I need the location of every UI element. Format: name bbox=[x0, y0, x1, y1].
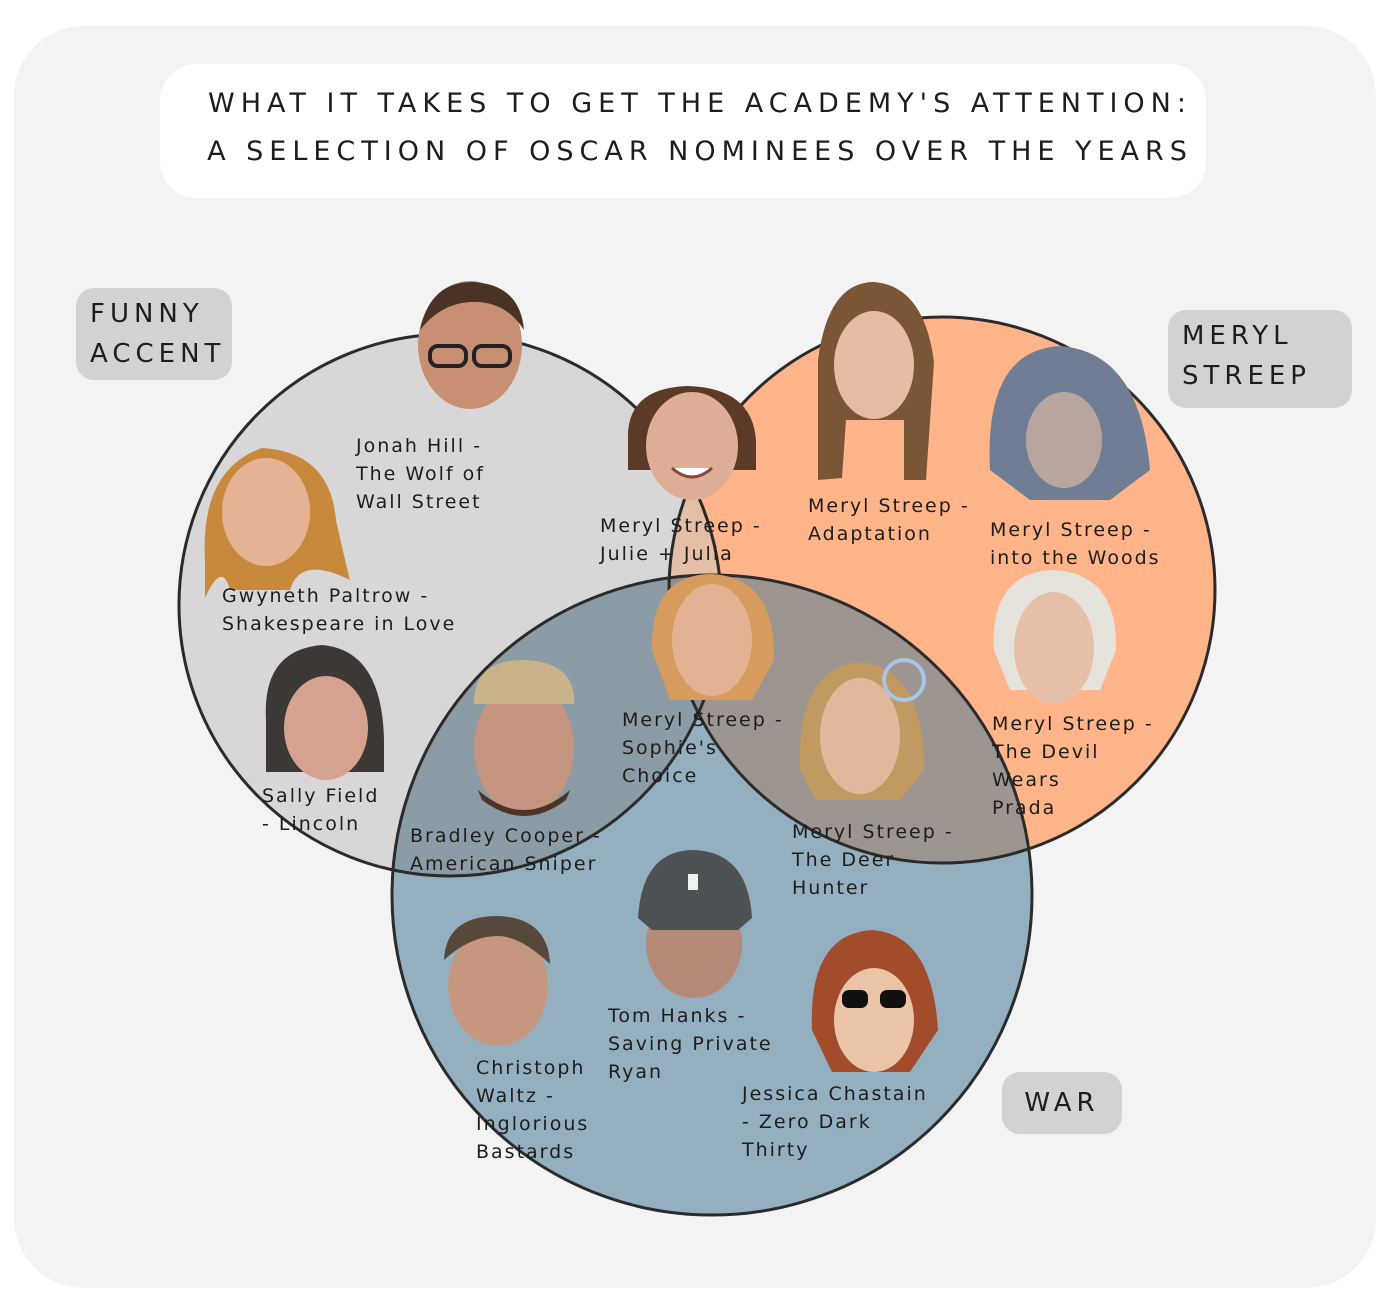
caption-bradley-cooper: Bradley Cooper - American Sniper bbox=[410, 825, 602, 875]
meryl-sophies-choice-photo bbox=[651, 574, 775, 700]
meryl-adaptation-photo bbox=[818, 282, 934, 480]
meryl-deer-hunter-photo bbox=[799, 658, 926, 800]
funny-accent-label: Funny accent bbox=[76, 288, 232, 380]
gwyneth-paltrow-photo bbox=[204, 448, 350, 598]
caption-gwyneth-paltrow: Gwyneth Paltrow - Shakespeare in Love bbox=[222, 585, 457, 635]
title-card bbox=[160, 64, 1206, 198]
meryl-julie-julia-photo bbox=[627, 386, 756, 500]
caption-tom-hanks: Tom Hanks - Saving Private Ryan bbox=[608, 1005, 773, 1083]
caption-meryl-julie-julia: Meryl Streep - Julie + Julia bbox=[600, 515, 762, 565]
tom-hanks-photo bbox=[638, 850, 752, 998]
caption-meryl-devil-wears-prada: Meryl Streep - The Devil Wears Prada bbox=[992, 713, 1154, 819]
caption-jessica-chastain: Jessica Chastain - Zero Dark Thirty bbox=[742, 1083, 928, 1161]
title-line-2: A selection of Oscar nominees over the y… bbox=[207, 136, 1193, 167]
caption-meryl-adaptation: Meryl Streep - Adaptation bbox=[808, 495, 970, 545]
bradley-cooper-photo bbox=[474, 660, 575, 816]
caption-sally-field: Sally Field - Lincoln bbox=[262, 785, 380, 835]
meryl-into-the-woods-photo bbox=[989, 346, 1150, 500]
caption-jonah-hill: Jonah Hill - The Wolf of Wall Street bbox=[356, 435, 485, 513]
meryl-devil-wears-prada-photo bbox=[993, 570, 1117, 704]
meryl-streep-label: Meryl Streep bbox=[1168, 310, 1352, 408]
war-label: War bbox=[1002, 1072, 1122, 1134]
christoph-waltz-photo bbox=[444, 916, 550, 1046]
caption-meryl-deer-hunter: Meryl Streep - The Deer Hunter bbox=[792, 821, 954, 899]
caption-christoph-waltz: Christoph Waltz - Inglorious Bastards bbox=[476, 1057, 590, 1163]
caption-meryl-sophies-choice: Meryl Streep - Sophie's Choice bbox=[622, 709, 784, 787]
caption-meryl-into-the-woods: Meryl Streep - into the Woods bbox=[990, 519, 1161, 569]
title-line-1: What it takes to get the Academy's atten… bbox=[208, 88, 1192, 119]
jessica-chastain-photo bbox=[811, 930, 938, 1072]
sally-field-photo bbox=[265, 645, 384, 780]
jonah-hill-photo bbox=[418, 281, 524, 409]
